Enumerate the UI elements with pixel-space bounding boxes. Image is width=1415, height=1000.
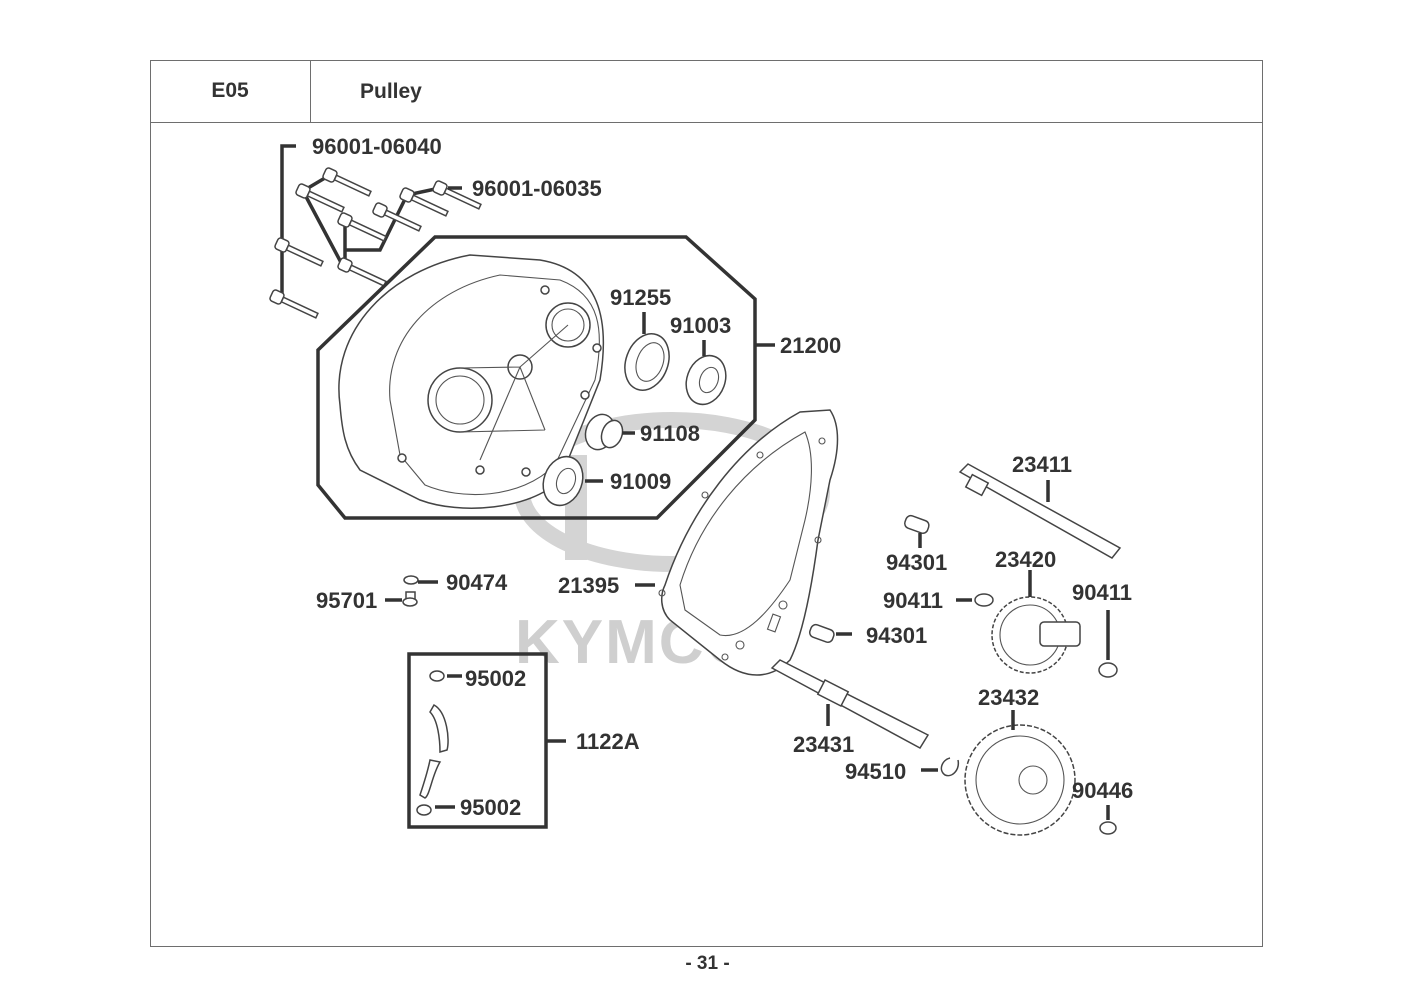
page-frame xyxy=(150,60,1263,947)
label-21395: 21395 xyxy=(558,573,619,598)
bolt-icon xyxy=(269,167,482,319)
label-91255: 91255 xyxy=(610,285,671,310)
label-91009: 91009 xyxy=(610,469,671,494)
ball-bearing-lower-icon xyxy=(542,455,584,507)
needle-bearing-icon xyxy=(584,413,624,451)
label-90474: 90474 xyxy=(446,570,508,595)
label-23420: 23420 xyxy=(995,547,1056,572)
label-21200: 21200 xyxy=(780,333,841,358)
label-94510: 94510 xyxy=(845,759,906,784)
bolt-long-leader xyxy=(280,144,296,300)
label-96001-06035: 96001-06035 xyxy=(472,176,602,201)
bolt-connector-lines xyxy=(301,173,441,271)
label-90446: 90446 xyxy=(1072,778,1133,803)
label-95002-bottom: 95002 xyxy=(460,795,521,820)
label-23431: 23431 xyxy=(793,732,854,757)
label-91108: 91108 xyxy=(640,421,700,446)
label-95002-top: 95002 xyxy=(465,666,526,691)
label-23432: 23432 xyxy=(978,685,1039,710)
header-divider xyxy=(311,121,1263,123)
washer-icon xyxy=(1099,821,1117,835)
washer-icon xyxy=(974,593,994,607)
drive-shaft-icon xyxy=(958,463,1122,559)
bolt-group xyxy=(269,144,482,319)
circlip-icon xyxy=(940,757,960,777)
label-90411-right: 90411 xyxy=(1072,580,1132,605)
hose-clip-icon xyxy=(416,670,445,816)
drain-bolt-icon xyxy=(402,575,419,607)
final-shaft-icon xyxy=(770,659,930,749)
transmission-cover-icon xyxy=(338,254,605,509)
dowel-pin-icon xyxy=(903,514,930,535)
label-94301-lower: 94301 xyxy=(866,623,927,648)
dowel-pin-icon xyxy=(808,623,835,644)
label-96001-06040: 96001-06040 xyxy=(312,134,442,159)
section-title: Pulley xyxy=(360,79,422,103)
oil-seal-icon xyxy=(624,333,670,391)
breather-tube-icon xyxy=(419,703,449,799)
label-1122A: 1122A xyxy=(576,729,640,754)
label-95701: 95701 xyxy=(316,588,377,613)
section-code: E05 xyxy=(150,60,311,123)
cover-assembly-outline xyxy=(316,235,757,520)
label-90411-left: 90411 xyxy=(883,588,943,613)
label-91003: 91003 xyxy=(670,313,731,338)
label-23411: 23411 xyxy=(1012,452,1072,477)
label-94301-upper: 94301 xyxy=(886,550,947,575)
ball-bearing-icon xyxy=(685,354,727,406)
washer-icon xyxy=(1098,662,1118,678)
counter-gear-icon xyxy=(991,596,1081,674)
final-gear-icon xyxy=(964,724,1076,836)
gasket-icon xyxy=(658,409,839,676)
page-number: - 31 - xyxy=(685,953,730,974)
